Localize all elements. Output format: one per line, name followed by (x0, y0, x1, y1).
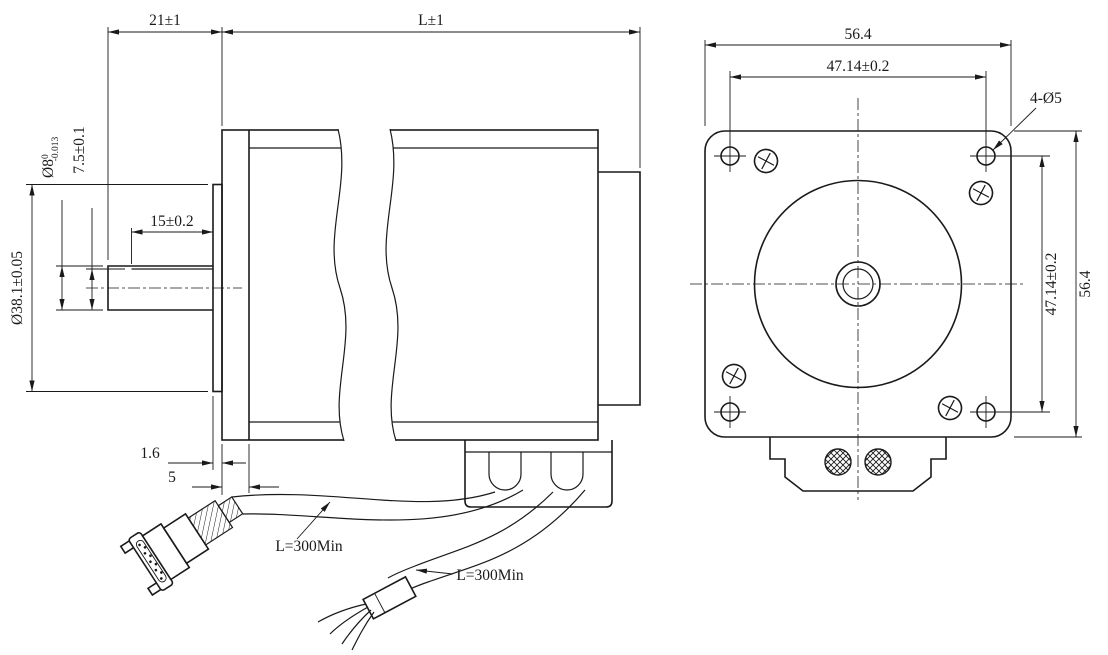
assembly-screw (721, 363, 747, 389)
dim-flange-thickness-label: 5 (168, 469, 176, 486)
dim-pilot-dia-label: Ø38.1±0.05 (9, 251, 26, 325)
connector-pin-socket (824, 448, 852, 476)
db9-shell (135, 539, 167, 583)
break-lines (333, 128, 399, 442)
dim-hole-spacing-v-label: 47.14±0.2 (1043, 253, 1060, 316)
dim-shaft-length-label: 21±1 (149, 12, 181, 29)
assembly-screw (753, 148, 779, 174)
pilot-boss (212, 183, 223, 393)
shaft (107, 265, 213, 311)
front-view: 56.4 47.14±0.2 4-Ø5 47.14±0.2 56.4 (690, 26, 1094, 500)
pilot-circle (753, 179, 963, 389)
cable-db9-length-label: L=300Min (275, 538, 343, 555)
side-view-dimensions: 21±1 L±1 15±0.2 Ø80-0.013 7.5±0.1 Ø38 (9, 12, 641, 584)
db9-cable (231, 489, 524, 521)
dim-body-length-label: L±1 (418, 12, 444, 29)
assembly-screw (968, 180, 994, 206)
dim-flat-height-label: 7.5±0.1 (71, 126, 88, 173)
mounting-hole (970, 140, 1002, 172)
strain-relief-neck (217, 496, 244, 524)
assembly-screw (937, 395, 963, 421)
dim-shaft-dia-label: Ø80-0.013 (40, 137, 61, 178)
connector-pin-socket (864, 448, 892, 476)
cable-pigtail-length-label: L=300Min (456, 567, 524, 584)
dim-pilot-depth-label: 1.6 (140, 445, 160, 462)
shaft-dia-tol-upper: 0 (41, 154, 51, 159)
front-connector-bracket (769, 437, 947, 492)
motor-frame-front (704, 130, 1012, 438)
dim-frame-width-label: 56.4 (844, 26, 871, 43)
mounting-holes (714, 140, 1002, 428)
assembly-screws (721, 148, 994, 421)
mounting-hole (714, 396, 746, 428)
cable-housing (464, 440, 613, 508)
cable-grommet (550, 452, 584, 491)
pigtail-wires (317, 603, 375, 651)
shaft-dia-tol-lower: -0.013 (51, 137, 61, 162)
dim-hole-spacing-h-label: 47.14±0.2 (827, 58, 890, 75)
side-view: 21±1 L±1 15±0.2 Ø80-0.013 7.5±0.1 Ø38 (9, 12, 641, 651)
mounting-hole (714, 140, 746, 172)
rear-endcap (598, 171, 641, 406)
shaft-dia-value: Ø8 (40, 159, 57, 178)
mounting-hole (970, 396, 1002, 428)
pigtail-cable (317, 489, 586, 651)
db9-connector (119, 496, 244, 597)
dim-flat-length-label: 15±0.2 (150, 213, 193, 230)
shaft-chamfer-circle (842, 268, 874, 300)
db9-pins (138, 543, 163, 580)
mounting-holes-callout-label: 4-Ø5 (1030, 90, 1062, 107)
motor-body-side (221, 129, 641, 441)
dim-frame-height-label: 56.4 (1077, 270, 1094, 297)
front-view-dimensions: 56.4 47.14±0.2 4-Ø5 47.14±0.2 56.4 (704, 26, 1094, 438)
shaft-assembly (107, 183, 223, 393)
pigtail-ferrule (362, 575, 417, 620)
shaft-circle (835, 261, 881, 307)
cable-grommet (488, 452, 522, 491)
